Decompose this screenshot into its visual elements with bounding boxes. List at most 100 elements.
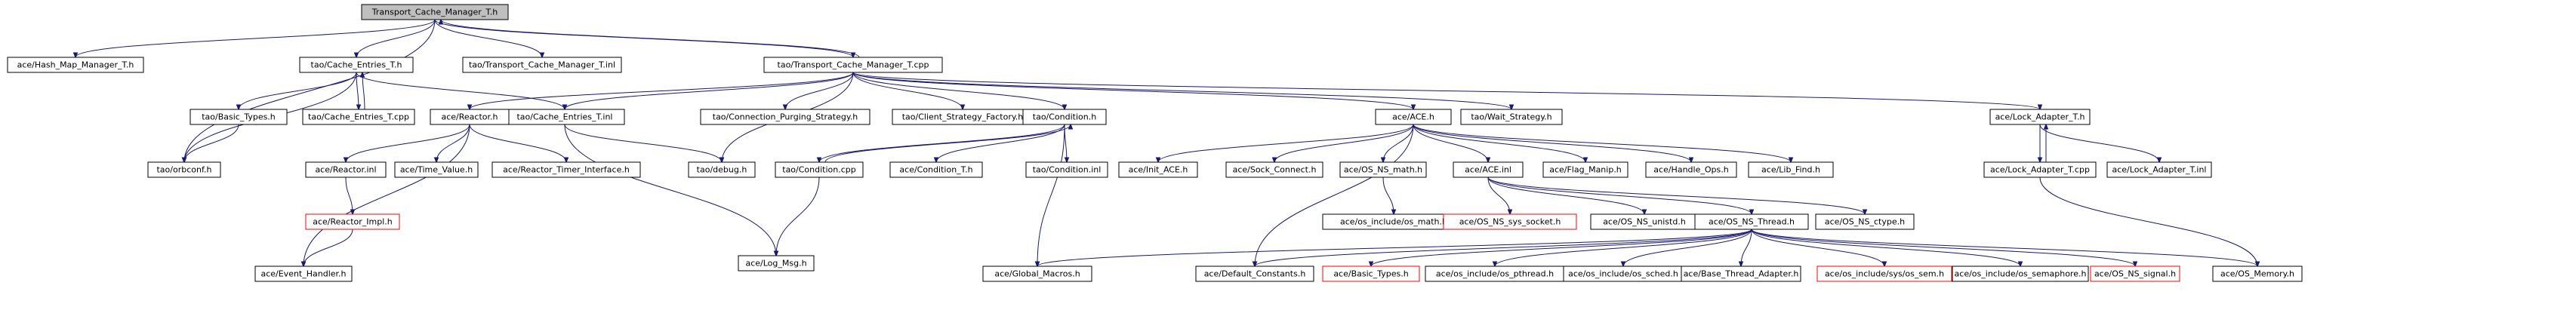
- node-tao-cache-entries-t-inl[interactable]: tao/Cache_Entries_T.inl: [504, 109, 625, 125]
- node-ace-os-ns-sys-socket-h[interactable]: ace/OS_NS_sys_socket.h: [1443, 213, 1577, 230]
- node-ace-reactor-timer-interface-h[interactable]: ace/Reactor_Timer_Interface.h: [491, 161, 641, 178]
- node-ace-base-thread-adapter-h[interactable]: ace/Base_Thread_Adapter.h: [1681, 265, 1801, 282]
- node-ace-lock-adapter-t-inl[interactable]: ace/Lock_Adapter_T.inl: [2106, 161, 2212, 178]
- node-label: tao/Cache_Entries_T.cpp: [308, 112, 409, 122]
- node-tao-client-strategy-factory-h[interactable]: tao/Client_Strategy_Factory.h: [892, 109, 1034, 125]
- node-tao-debug-h[interactable]: tao/debug.h: [688, 161, 756, 178]
- node-tao-transport-cache-manager-t-cpp[interactable]: tao/Transport_Cache_Manager_T.cpp: [763, 57, 943, 73]
- edge-n9-to-n40: [304, 124, 470, 266]
- node-ace-reactor-inl[interactable]: ace/Reactor.inl: [305, 161, 387, 178]
- edge-n3-to-n7: [356, 72, 359, 109]
- node-box: [1645, 161, 1737, 178]
- node-ace-os-memory-h[interactable]: ace/OS_Memory.h: [2212, 265, 2303, 282]
- node-label: tao/Condition.inl: [1033, 165, 1102, 175]
- node-label: ace/os_include/sys/os_sem.h: [1825, 269, 1944, 279]
- node-ace-reactor-h[interactable]: ace/Reactor.h: [430, 109, 510, 125]
- edge-n38-to-n43: [1371, 229, 1752, 266]
- edge-n13-to-n42: [1255, 124, 1414, 266]
- node-label: ace/Lock_Adapter_T.inl: [2112, 165, 2207, 175]
- node-label: tao/Condition.h: [1033, 112, 1096, 122]
- node-box: [775, 161, 864, 178]
- node-ace-ace-h[interactable]: ace/ACE.h: [1375, 109, 1452, 125]
- edge-n38-to-n49: [1751, 229, 2135, 266]
- node-ace-handle-ops-h[interactable]: ace/Handle_Ops.h: [1645, 161, 1737, 178]
- node-transport-cache-manager-t-h[interactable]: Transport_Cache_Manager_T.h: [361, 4, 509, 20]
- node-box: [1983, 161, 2097, 178]
- edge-n13-to-n24: [1158, 124, 1414, 162]
- node-box: [1542, 161, 1628, 178]
- node-ace-os-ns-ctype-h[interactable]: ace/OS_NS_ctype.h: [1815, 213, 1915, 230]
- node-box: [2106, 161, 2212, 178]
- node-ace-log-msg-h[interactable]: ace/Log_Msg.h: [738, 255, 815, 272]
- node-ace-os-include-sys-os-sem-h[interactable]: ace/os_include/sys/os_sem.h: [1816, 265, 1952, 282]
- edge-n9-to-n19: [469, 124, 566, 162]
- node-tao-condition-inl[interactable]: tao/Condition.inl: [1025, 161, 1108, 178]
- node-tao-condition-h[interactable]: tao/Condition.h: [1022, 109, 1107, 125]
- edge-n5-to-n8: [565, 72, 854, 109]
- node-label: tao/Client_Strategy_Factory.h: [902, 112, 1024, 122]
- node-tao-connection-purging-strategy-h[interactable]: tao/Connection_Purging_Strategy.h: [700, 109, 870, 125]
- edge-n27-to-n36: [1487, 176, 1510, 214]
- node-ace-os-include-os-sched-h[interactable]: ace/os_include/os_sched.h: [1563, 265, 1684, 282]
- node-ace-lib-find-h[interactable]: ace/Lib_Find.h: [1748, 161, 1834, 178]
- node-ace-os-include-os-semaphore-h[interactable]: ace/os_include/os_semaphore.h: [1952, 265, 2089, 282]
- node-label: tao/Transport_Cache_Manager_T.inl: [469, 60, 615, 70]
- edge-n26-to-n35: [1382, 176, 1394, 214]
- node-ace-reactor-impl-h[interactable]: ace/Reactor_Impl.h: [305, 213, 400, 230]
- node-label: ace/Handle_Ops.h: [1653, 165, 1728, 175]
- node-ace-init-ace-h[interactable]: ace/Init_ACE.h: [1118, 161, 1198, 178]
- node-tao-cache-entries-t-h[interactable]: tao/Cache_Entries_T.h: [299, 57, 414, 73]
- node-ace-os-include-os-math-h[interactable]: ace/os_include/os_math.h: [1322, 213, 1465, 230]
- node-box: [1022, 109, 1107, 125]
- node-tao-basic-types-h[interactable]: tao/Basic_Types.h: [190, 109, 288, 125]
- node-box: [1816, 265, 1952, 282]
- node-label: ace/Lock_Adapter_T.cpp: [1990, 165, 2090, 175]
- edge-n38-to-n48: [1751, 229, 2020, 266]
- edge-n27-to-n38: [1487, 176, 1752, 214]
- node-ace-os-ns-thread-h[interactable]: ace/OS_NS_Thread.h: [1694, 213, 1809, 230]
- node-ace-global-macros-h[interactable]: ace/Global_Macros.h: [982, 265, 1092, 282]
- node-ace-os-include-os-pthread-h[interactable]: ace/os_include/os_pthread.h: [1425, 265, 1565, 282]
- node-label: tao/Connection_Purging_Strategy.h: [713, 112, 858, 122]
- edge-n5-to-n1: [441, 20, 860, 58]
- node-ace-condition-t-h[interactable]: ace/Condition_T.h: [889, 161, 983, 178]
- node-label: ace/Reactor_Timer_Interface.h: [503, 165, 630, 175]
- edge-n12-to-n41: [1037, 124, 1065, 266]
- edge-n5-to-n15: [852, 72, 2040, 109]
- node-box: [1460, 109, 1563, 125]
- edge-n12-to-n23: [1064, 124, 1067, 162]
- node-box: [1322, 265, 1420, 282]
- edge-n38-to-n50: [1751, 229, 2257, 266]
- node-label: ace/ACE.inl: [1465, 165, 1511, 175]
- node-tao-condition-cpp[interactable]: tao/Condition.cpp: [775, 161, 864, 178]
- node-label: tao/Wait_Strategy.h: [1471, 112, 1551, 122]
- node-ace-lock-adapter-t-h[interactable]: ace/Lock_Adapter_T.h: [1989, 109, 2091, 125]
- node-ace-ace-inl[interactable]: ace/ACE.inl: [1453, 161, 1524, 178]
- node-tao-transport-cache-manager-t-inl[interactable]: tao/Transport_Cache_Manager_T.inl: [462, 57, 622, 73]
- node-ace-sock-connect-h[interactable]: ace/Sock_Connect.h: [1225, 161, 1323, 178]
- node-layer: Transport_Cache_Manager_T.h ace/Hash_Map_…: [7, 4, 2303, 282]
- edge-n5-to-n10: [785, 72, 854, 109]
- node-ace-default-constants-h[interactable]: ace/Default_Constants.h: [1195, 265, 1314, 282]
- node-label: ace/Time_Value.h: [400, 165, 473, 175]
- edge-layer: [75, 20, 2257, 266]
- node-tao-orbconf-h[interactable]: tao/orbconf.h: [147, 161, 221, 178]
- node-ace-lock-adapter-t-cpp[interactable]: ace/Lock_Adapter_T.cpp: [1983, 161, 2097, 178]
- edge-n5-to-n12: [852, 72, 1065, 109]
- node-ace-time-value-h[interactable]: ace/Time_Value.h: [394, 161, 479, 178]
- node-box: [1443, 213, 1577, 230]
- node-ace-flag-manip-h[interactable]: ace/Flag_Manip.h: [1542, 161, 1628, 178]
- node-tao-cache-entries-t-cpp[interactable]: tao/Cache_Entries_T.cpp: [302, 109, 415, 125]
- node-ace-hash-map-manager-t-h[interactable]: ace/Hash_Map_Manager_T.h: [7, 57, 144, 73]
- node-ace-os-ns-math-h[interactable]: ace/OS_NS_math.h: [1339, 161, 1427, 178]
- node-ace-event-handler-h[interactable]: ace/Event_Handler.h: [254, 265, 353, 282]
- node-ace-os-ns-signal-h[interactable]: ace/OS_NS_signal.h: [2090, 265, 2180, 282]
- node-label: ace/Flag_Manip.h: [1549, 165, 1622, 175]
- edge-n8-to-n20: [564, 124, 722, 162]
- node-tao-wait-strategy-h[interactable]: tao/Wait_Strategy.h: [1460, 109, 1563, 125]
- edge-n13-to-n27: [1413, 124, 1488, 162]
- node-ace-os-ns-unistd-h[interactable]: ace/OS_NS_unistd.h: [1590, 213, 1699, 230]
- node-ace-basic-types-h[interactable]: ace/Basic_Types.h: [1322, 265, 1420, 282]
- edge-n38-to-n42: [1255, 229, 1752, 266]
- node-box: [302, 109, 415, 125]
